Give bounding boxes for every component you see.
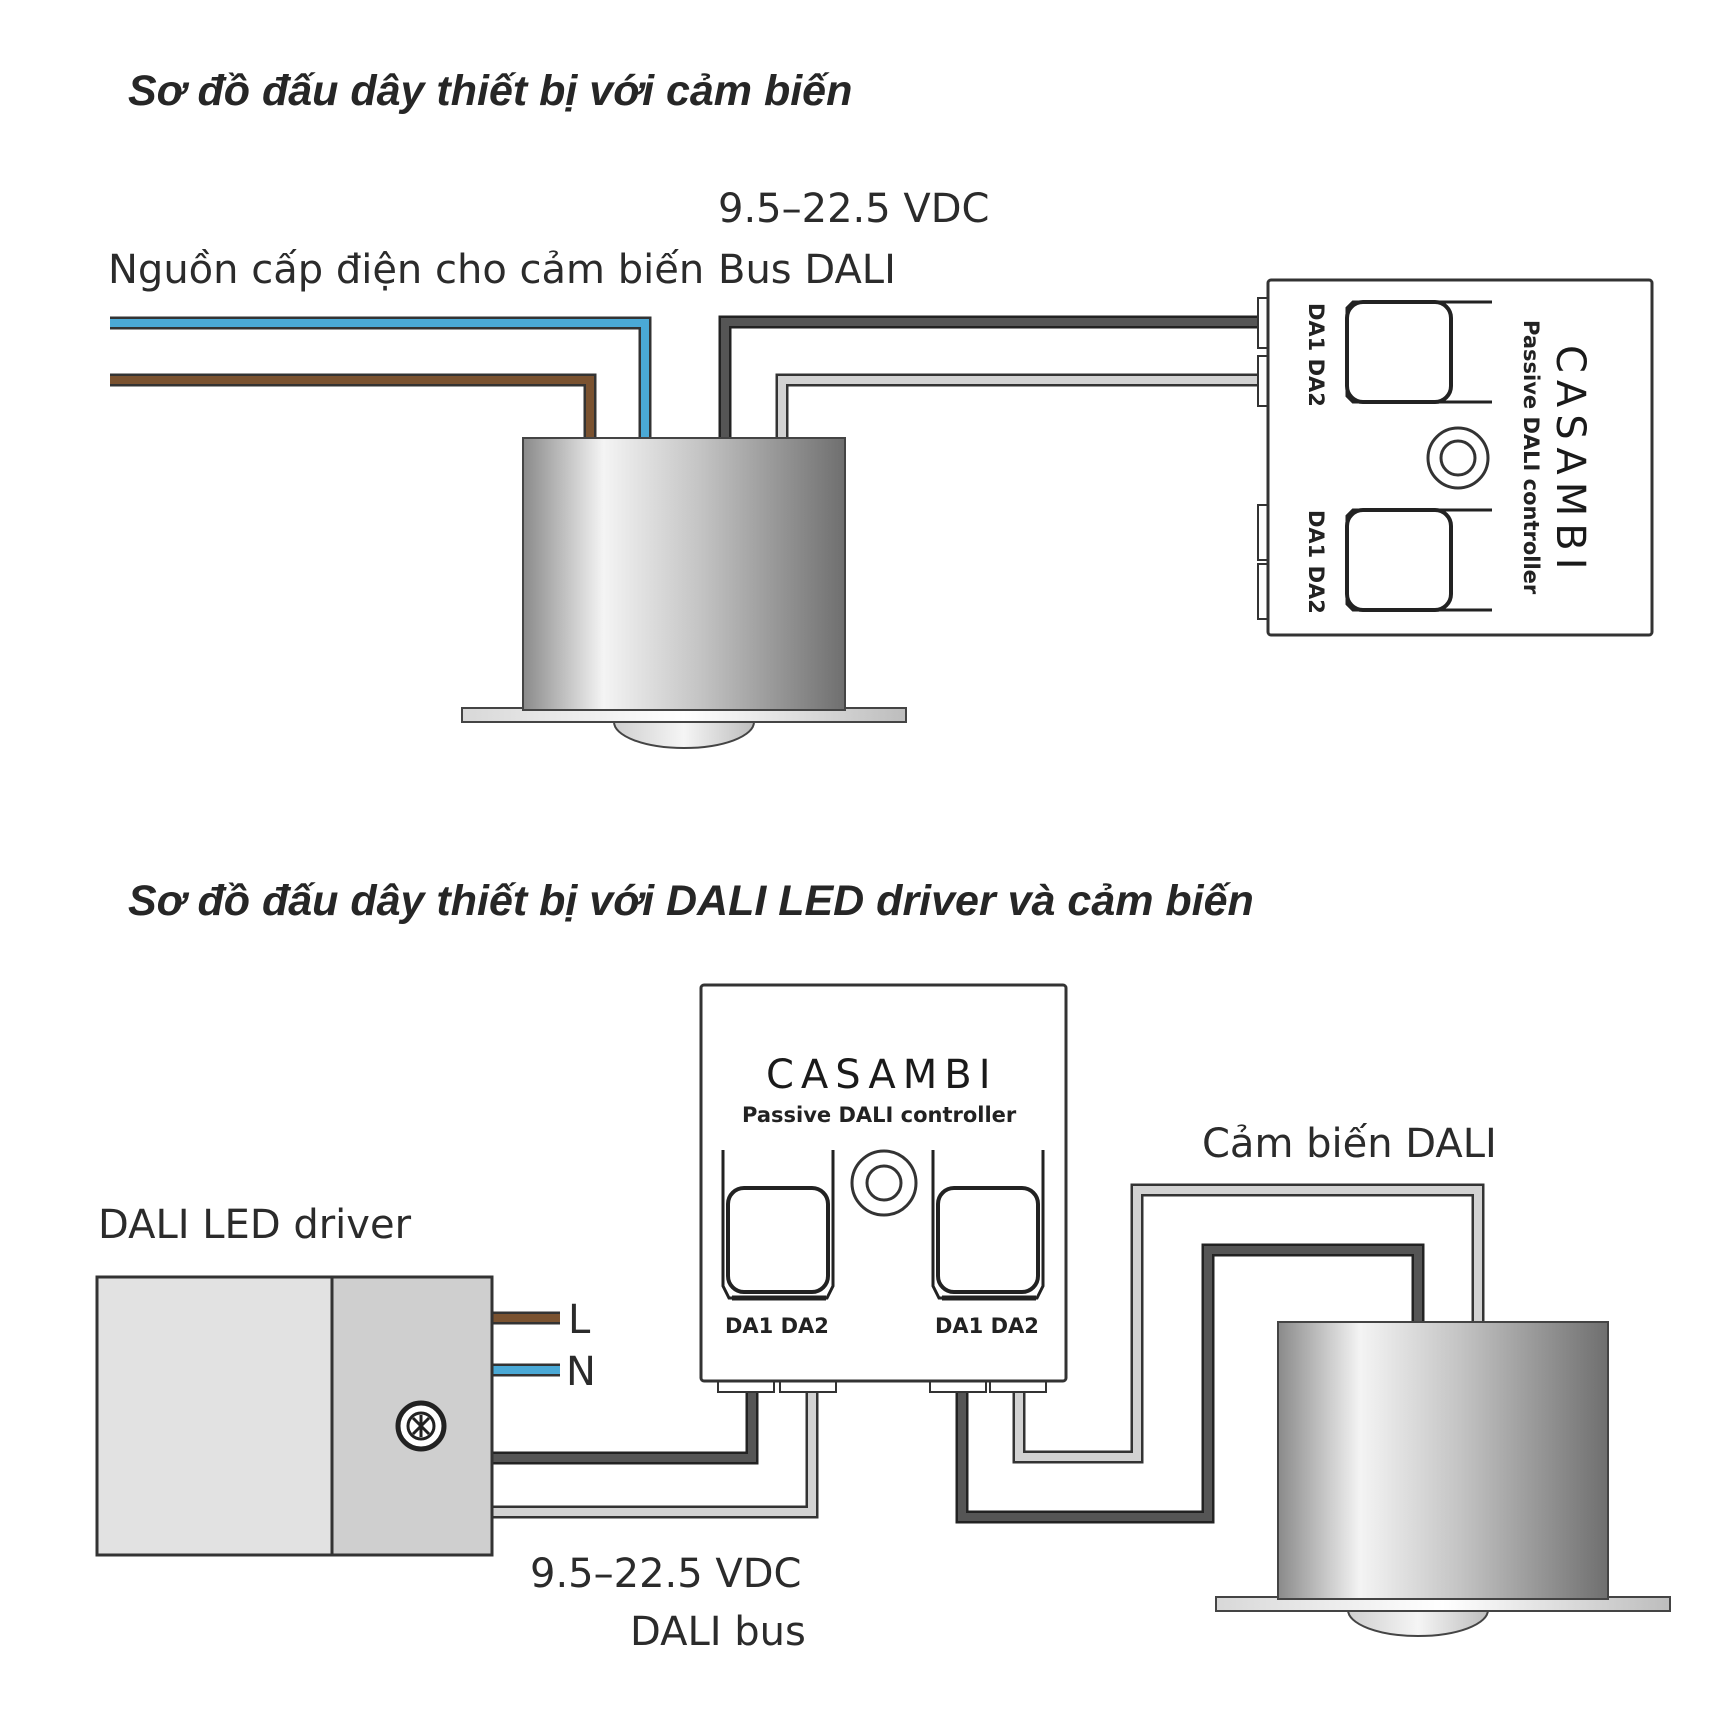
dali-bus-label: Bus DALI <box>718 247 896 293</box>
dali-sensor-label: Cảm biến DALI <box>1202 1121 1497 1167</box>
led-driver-label: DALI LED driver <box>98 1202 412 1248</box>
casambi-controller-2: CASAMBI Passive DALI controller DA1 DA2 … <box>699 983 1068 1393</box>
diagram2-title: Sơ đồ đấu dây thiết bị với DALI LED driv… <box>128 877 1254 925</box>
casambi-logo-2: CASAMBI <box>766 1052 998 1098</box>
casambi-logo-1: CASAMBI <box>1547 345 1593 577</box>
port-label-1b: DA1 DA2 <box>1304 510 1328 614</box>
sensor-power-label: Nguồn cấp điện cho cảm biến <box>108 247 704 293</box>
dali-sensor-1 <box>461 437 907 749</box>
n-terminal-label: N <box>566 1349 596 1395</box>
driver-dark-wire <box>490 1392 759 1465</box>
diagram2-wires <box>490 1183 1485 1524</box>
dali-voltage-label: 9.5–22.5 VDC <box>718 186 989 232</box>
controller-subtitle-1: Passive DALI controller <box>1519 320 1543 595</box>
l-terminal-label: L <box>568 1297 591 1343</box>
port-label-2a: DA1 DA2 <box>725 1314 829 1338</box>
port-label-1a: DA1 DA2 <box>1304 303 1328 407</box>
dali-bus-label-2: DALI bus <box>630 1609 806 1655</box>
dali-led-driver <box>95 1275 494 1557</box>
casambi-controller-1: DA1 DA2 DA1 DA2 Passive DALI controller … <box>1257 278 1654 637</box>
dali-light-wire <box>775 373 1262 438</box>
dali-sensor-2 <box>1215 1321 1671 1637</box>
diagram1-title: Sơ đồ đấu dây thiết bị với cảm biến <box>128 67 852 115</box>
bus-voltage-label: 9.5–22.5 VDC <box>530 1551 801 1597</box>
controller-subtitle-2: Passive DALI controller <box>742 1103 1017 1127</box>
brown-power-wire <box>110 373 597 438</box>
diagram1-wires <box>110 315 1262 438</box>
port-label-2b: DA1 DA2 <box>935 1314 1039 1338</box>
